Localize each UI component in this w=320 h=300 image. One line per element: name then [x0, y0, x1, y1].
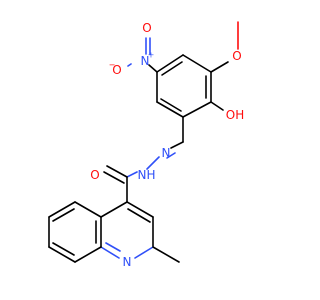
bond-ring-a6-a1-inner — [161, 61, 183, 76]
bond-ring-hydroxyl — [210, 101, 224, 111]
atom-hydroxyl: OH — [226, 108, 244, 122]
bond-carbonyl-c-o-2 — [103, 171, 125, 184]
molecule-structure: O OH O − N + O N N H O N — [48, 21, 244, 269]
bond-ring-a3-a4 — [182, 101, 212, 118]
atom-nitro-n: N — [141, 54, 150, 68]
atom-hydrazone-n1: N — [162, 146, 171, 160]
bond-b2-b3 — [48, 201, 76, 218]
bond-q1-q2 — [126, 201, 154, 218]
bond-ring-a1-a2 — [182, 54, 212, 73]
atom-hydrazone-h: H — [146, 168, 155, 182]
atom-label-layer: O OH O − N + O N N H O N — [90, 21, 244, 269]
bond-carbonyl-c-o — [106, 165, 128, 178]
bond-ring-methoxy-o — [210, 61, 229, 73]
bond-ring-a4-a5-inner — [160, 98, 182, 112]
atom-quinoline-n: N — [123, 255, 132, 269]
atom-nitro-o-left: O — [112, 63, 121, 77]
bond-q1-q2-inner — [127, 208, 151, 223]
bond-ring-a4-a5 — [156, 101, 184, 118]
bond-q6-q1 — [100, 201, 128, 218]
atom-carbonyl-o: O — [90, 168, 99, 182]
bond-b2-b3-inner — [52, 208, 75, 222]
atom-nitro-o-top: O — [142, 21, 151, 35]
atom-methoxy-o: O — [232, 49, 241, 63]
bond-nitro-n-o-left — [127, 63, 132, 67]
bond-ring-a6-a1 — [156, 54, 184, 73]
atom-nitro-n-charge: + — [148, 51, 155, 60]
bond-n2-carbonyl-c — [126, 171, 138, 178]
bond-b5-b6 — [74, 246, 102, 263]
bond-n-q5 — [100, 246, 120, 259]
bond-layer — [48, 21, 239, 263]
bond-ring-nitro-n — [148, 64, 158, 73]
bond-imine-c-n1 — [170, 141, 184, 149]
bond-q3-methyl — [152, 246, 180, 263]
bond-n1-n2 — [146, 156, 160, 170]
bond-n-q5-inner — [105, 242, 121, 252]
bond-b4-b5-inner — [52, 242, 75, 256]
atom-nitro-o-left-charge: − — [109, 61, 116, 70]
bond-q3-n — [134, 246, 154, 259]
bond-b1-b2 — [74, 201, 102, 218]
bond-imine-c-n1-2 — [166, 152, 176, 159]
bond-b4-b5 — [48, 246, 76, 263]
atom-hydrazone-n2: N — [138, 168, 147, 182]
